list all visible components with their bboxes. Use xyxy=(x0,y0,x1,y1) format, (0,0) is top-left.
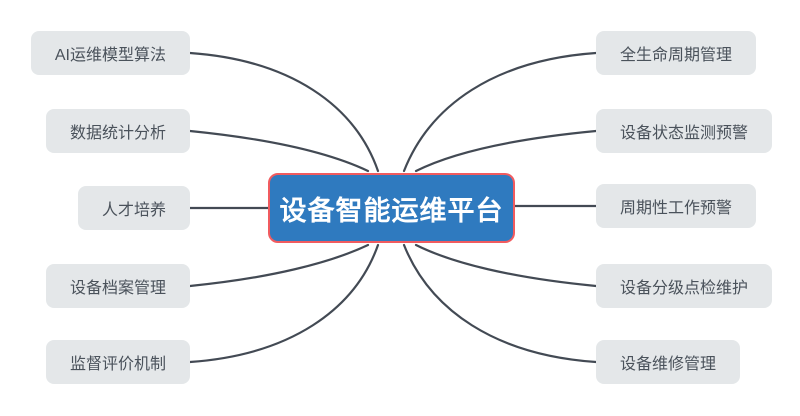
connector-left-5 xyxy=(188,243,380,364)
mindmap-node-periodic-warn[interactable]: 周期性工作预警 xyxy=(596,184,757,228)
node-label: 设备分级点检维护 xyxy=(620,280,749,297)
node-label: 周期性工作预警 xyxy=(620,200,733,217)
node-label: 监督评价机制 xyxy=(69,356,166,373)
root-node-label: 设备智能运维平台 xyxy=(279,195,504,226)
connector-left-4 xyxy=(188,243,370,288)
node-label: 设备档案管理 xyxy=(69,280,166,297)
mindmap-node-lifecycle[interactable]: 全生命周期管理 xyxy=(596,31,757,75)
mindmap-node-archives[interactable]: 设备档案管理 xyxy=(45,264,190,308)
mindmap-node-inspection[interactable]: 设备分级点检维护 xyxy=(596,264,773,308)
connector-right-4 xyxy=(414,243,598,288)
node-label: 设备状态监测预警 xyxy=(620,125,749,142)
connector-right-5 xyxy=(402,243,598,364)
connector-left-1 xyxy=(188,51,380,173)
node-label: 设备维修管理 xyxy=(620,356,717,373)
mindmap-root-node[interactable]: 设备智能运维平台 xyxy=(268,173,515,243)
mindmap-node-supervision[interactable]: 监督评价机制 xyxy=(45,340,190,384)
node-label: 全生命周期管理 xyxy=(620,47,733,64)
node-label: AI运维模型算法 xyxy=(54,47,166,64)
mindmap-node-ai-model[interactable]: AI运维模型算法 xyxy=(30,31,190,75)
node-label: 数据统计分析 xyxy=(69,125,166,142)
connector-right-1 xyxy=(402,51,598,173)
mindmap-node-repair[interactable]: 设备维修管理 xyxy=(596,340,741,384)
connector-left-2 xyxy=(188,129,370,173)
mindmap-node-talent[interactable]: 人才培养 xyxy=(77,186,190,230)
mindmap-node-status-monitor[interactable]: 设备状态监测预警 xyxy=(596,109,773,153)
mindmap-node-data-analysis[interactable]: 数据统计分析 xyxy=(45,109,190,153)
connector-right-2 xyxy=(414,129,598,173)
node-label: 人才培养 xyxy=(101,202,166,219)
